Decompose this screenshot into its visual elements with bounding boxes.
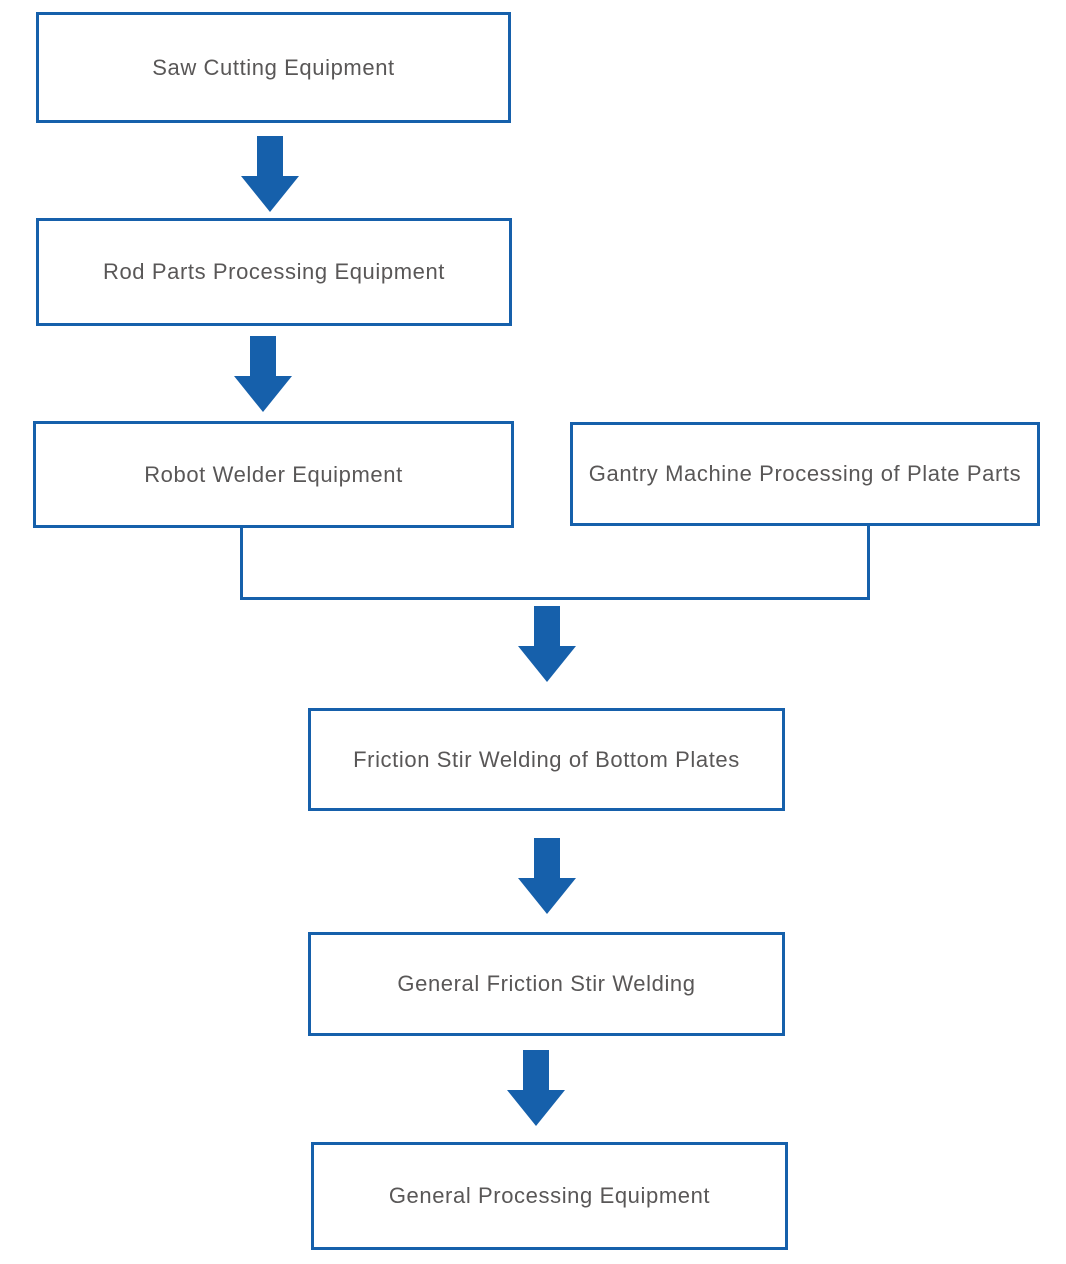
node-label-saw-cutting: Saw Cutting Equipment (152, 54, 395, 80)
node-label-gantry-machine: Gantry Machine Processing of Plate Parts (588, 461, 1022, 487)
node-friction-stir-bottom-plates: Friction Stir Welding of Bottom Plates (308, 708, 785, 811)
arrow-head (241, 176, 299, 212)
arrow-head (234, 376, 292, 412)
arrow-head (507, 1090, 565, 1126)
node-saw-cutting-equipment: Saw Cutting Equipment (36, 12, 511, 123)
arrow-shaft (523, 1050, 549, 1090)
node-label-robot-welder: Robot Welder Equipment (144, 461, 403, 487)
node-label-general-processing: General Processing Equipment (388, 1183, 711, 1209)
node-rod-parts-processing: Rod Parts Processing Equipment (36, 218, 512, 326)
arrow-down-icon (234, 336, 292, 412)
node-label-friction-stir-bottom: Friction Stir Welding of Bottom Plates (353, 746, 740, 772)
connector-line-right (867, 526, 870, 600)
node-general-processing-equipment: General Processing Equipment (311, 1142, 788, 1250)
node-label-general-friction-stir: General Friction Stir Welding (397, 971, 696, 997)
connector-line-left (240, 528, 243, 600)
arrow-down-icon (241, 136, 299, 212)
arrow-shaft (534, 606, 560, 646)
arrow-down-icon (518, 606, 576, 682)
arrow-shaft (250, 336, 276, 376)
arrow-head (518, 878, 576, 914)
arrow-head (518, 646, 576, 682)
arrow-down-icon (507, 1050, 565, 1126)
arrow-shaft (257, 136, 283, 176)
arrow-down-icon (518, 838, 576, 914)
node-general-friction-stir-welding: General Friction Stir Welding (308, 932, 785, 1036)
node-gantry-machine: Gantry Machine Processing of Plate Parts (570, 422, 1040, 526)
node-robot-welder: Robot Welder Equipment (33, 421, 514, 528)
connector-line-horizontal (240, 597, 870, 600)
node-label-rod-parts: Rod Parts Processing Equipment (102, 259, 446, 285)
arrow-shaft (534, 838, 560, 878)
